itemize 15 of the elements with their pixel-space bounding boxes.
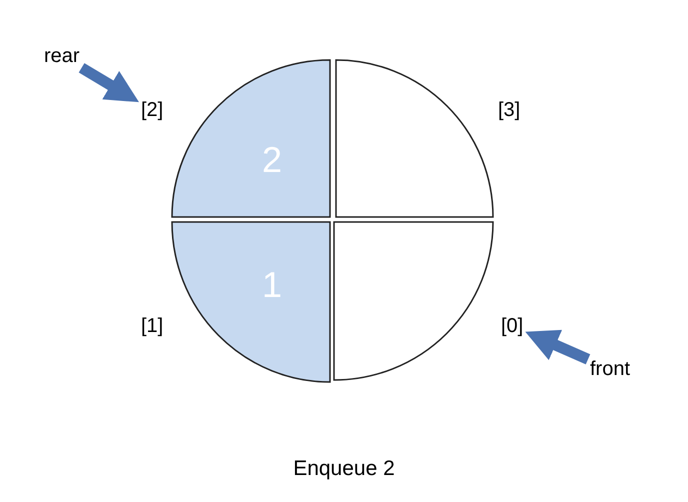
index-label: [1] (141, 316, 164, 336)
empty-queue-slot (334, 222, 493, 380)
item-value: 2 (262, 142, 282, 178)
filled-queue-slot (172, 222, 330, 382)
index-label: [2] (141, 100, 164, 120)
pointer-label: rear (44, 46, 80, 66)
filled-queue-slot (172, 60, 330, 217)
pointer-label: front (590, 359, 630, 379)
empty-queue-slot (336, 60, 493, 217)
arrow (78, 63, 139, 102)
item-value: 1 (262, 267, 282, 303)
arrow (525, 330, 590, 364)
index-label: [3] (498, 100, 520, 120)
index-label: [0] (501, 316, 524, 336)
caption: Enqueue 2 (292, 458, 396, 479)
